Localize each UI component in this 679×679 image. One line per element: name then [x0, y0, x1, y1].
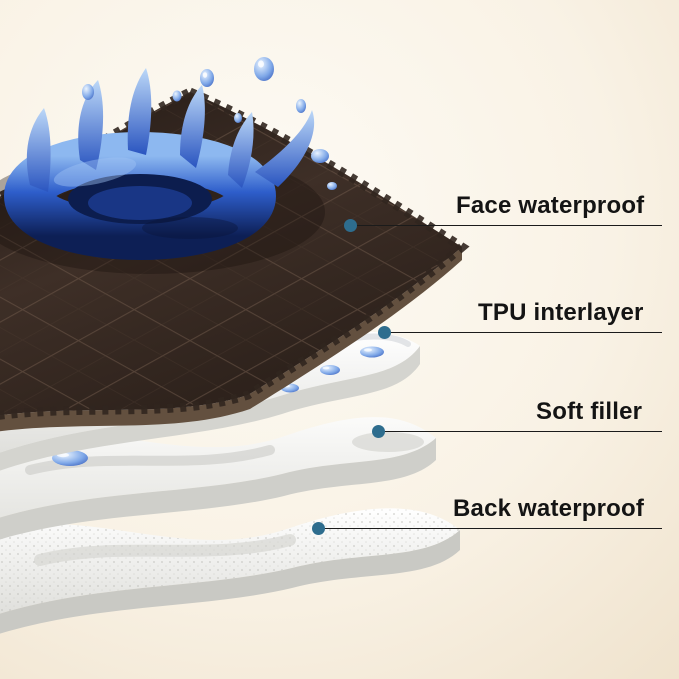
water-splash: [4, 57, 337, 260]
soft-layer-shadow-patch: [352, 432, 424, 452]
face-layer-edge: [0, 247, 462, 432]
layer-label-soft-filler: Soft filler: [536, 398, 643, 425]
splash-pool: [4, 132, 276, 260]
callout-line: [384, 331, 662, 333]
splash-hole-sheen: [88, 186, 192, 220]
layer-label-tpu-interlayer: TPU interlayer: [478, 299, 644, 326]
splash-arm: [255, 110, 315, 187]
callout-tpu-interlayer: TPU interlayer: [378, 297, 662, 339]
water-droplet: [82, 57, 337, 190]
callout-dot: [312, 522, 325, 535]
splash-spike: [78, 80, 104, 170]
callout-soft-filler: Soft filler: [372, 396, 662, 438]
water-droplet: [320, 365, 340, 375]
callout-line: [318, 527, 662, 529]
back-layer-shading: [34, 534, 296, 566]
layer-label-face-waterproof: Face waterproof: [456, 192, 645, 219]
soft-layer-edge: [0, 438, 436, 540]
callout-face-waterproof: Face waterproof: [344, 190, 662, 232]
splash-spike: [228, 112, 254, 188]
splash-highlight: [53, 157, 137, 187]
water-droplet: [360, 346, 384, 358]
tpu-layer-edge: [0, 346, 420, 471]
splash-spike: [180, 85, 205, 168]
splash-spike: [127, 68, 152, 155]
callout-line: [378, 430, 662, 432]
callout-back-waterproof: Back waterproof: [312, 493, 662, 535]
callout-dot: [378, 326, 391, 339]
callout-line: [350, 224, 662, 226]
splash-spike: [26, 108, 51, 192]
callout-dot: [344, 219, 357, 232]
back-layer-edge: [0, 530, 460, 634]
back-layer-dot-texture: [0, 508, 460, 614]
callout-dot: [372, 425, 385, 438]
layer-label-back-waterproof: Back waterproof: [453, 495, 645, 522]
splash-inner-shadow: [142, 217, 238, 239]
back-waterproof-layer: [0, 508, 460, 634]
